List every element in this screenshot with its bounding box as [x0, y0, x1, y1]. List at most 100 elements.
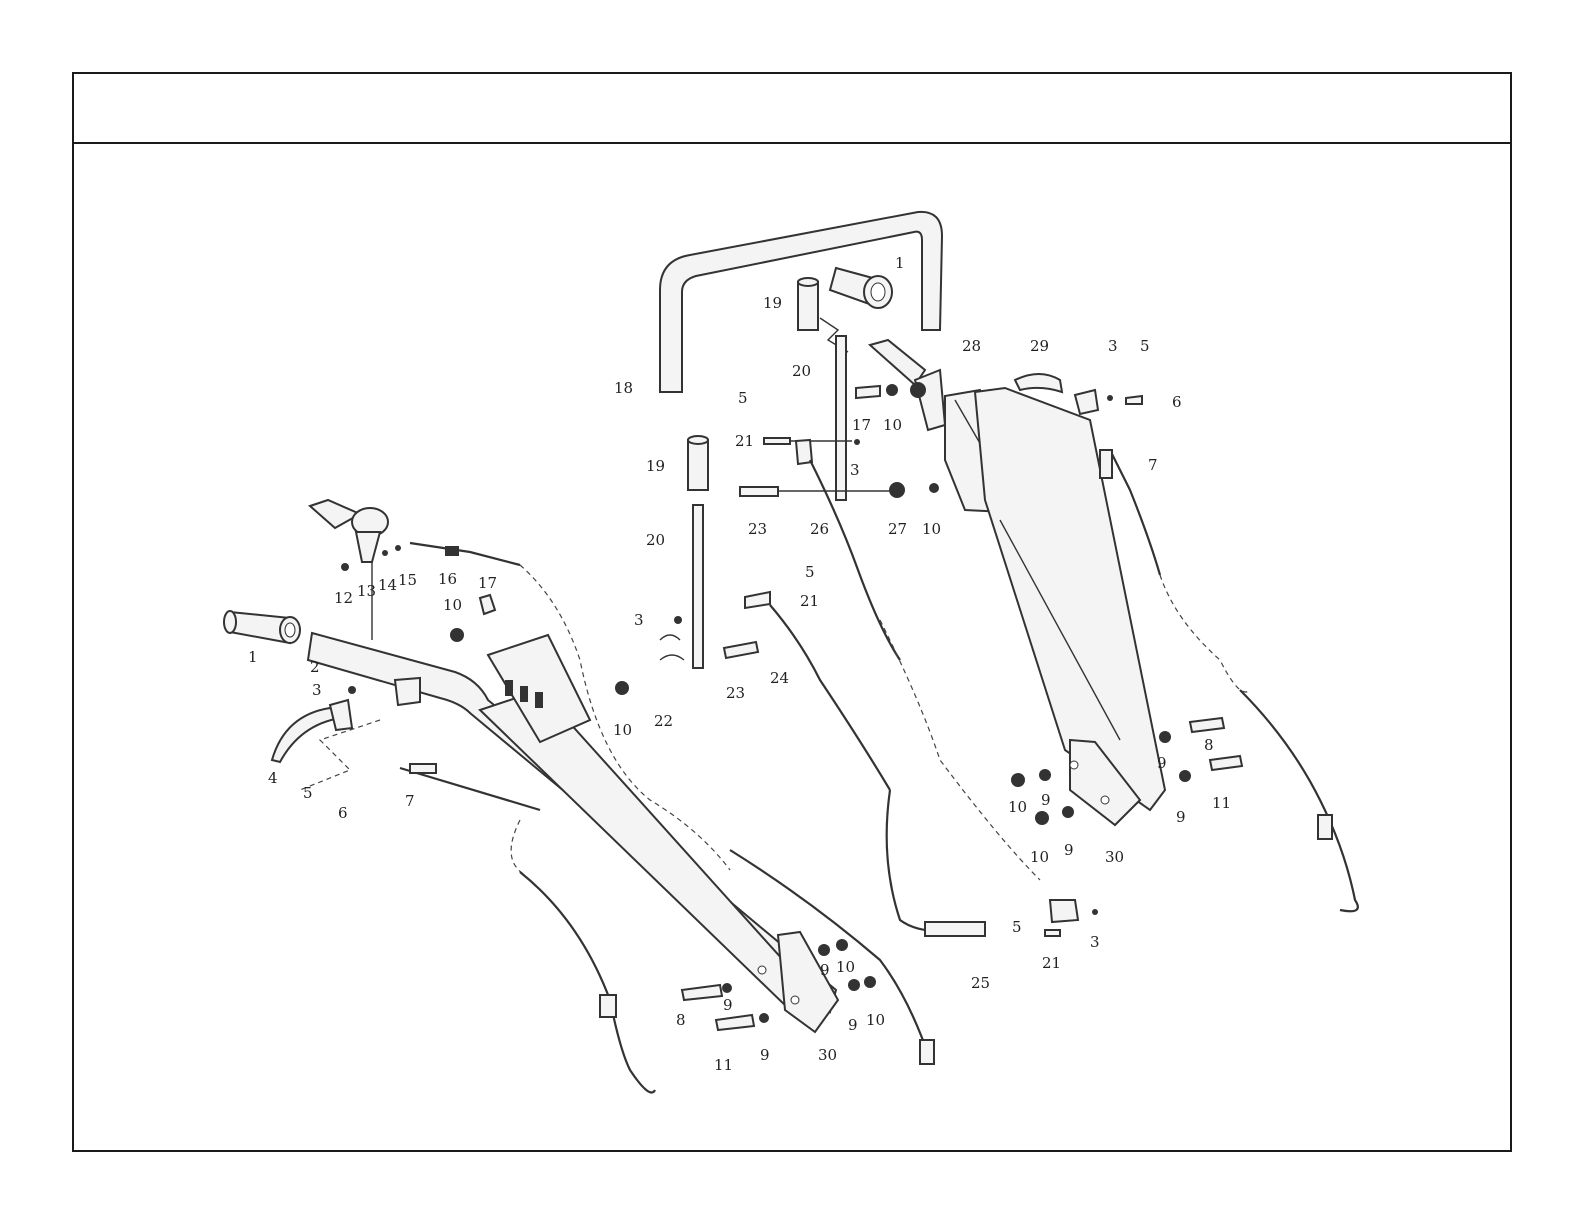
lever-bracket [330, 700, 352, 730]
callout-label: 18 [614, 379, 633, 397]
callout-label: 7 [1148, 456, 1158, 474]
callout-label: 19 [646, 457, 665, 475]
callout-label: 19 [763, 294, 782, 312]
bolt-17 [480, 595, 495, 614]
hook-cable-right [1240, 690, 1358, 911]
bolt-23 [724, 642, 758, 658]
callout-label: 5 [1140, 337, 1150, 355]
callout-label: 21 [1042, 954, 1061, 972]
callout-label: 10 [922, 520, 941, 538]
callout-label: 4 [268, 769, 278, 787]
throttle-lever [310, 500, 388, 640]
pin-21 [1045, 930, 1060, 936]
rod-20 [693, 505, 703, 668]
callout-label: 15 [398, 571, 417, 589]
callout-label: 30 [818, 1046, 837, 1064]
callout-label: 5 [805, 563, 815, 581]
callout-label: 9 [760, 1046, 770, 1064]
callout-label: 9 [1176, 808, 1186, 826]
callout-label: 20 [792, 362, 811, 380]
callout-label: 10 [883, 416, 902, 434]
cable-route [880, 620, 1040, 880]
cable-end-25 [925, 922, 985, 936]
cable-end [920, 1040, 934, 1064]
washer-9 [1179, 770, 1191, 782]
cable-route [511, 820, 525, 875]
callout-label: 1 [895, 254, 905, 272]
fitting-16 [445, 546, 459, 556]
washer-9 [722, 983, 732, 993]
callout-label: 11 [714, 1056, 733, 1074]
callout-label: 3 [850, 461, 860, 479]
callout-label: 21 [800, 592, 819, 610]
callout-label: 8 [676, 1011, 686, 1029]
washer-9 [759, 1013, 769, 1023]
stem-clamp [915, 370, 945, 430]
spring-22 [660, 635, 684, 660]
callout-label: 10 [836, 958, 855, 976]
cable-adjuster [600, 995, 616, 1017]
nut-10 [1011, 773, 1025, 787]
knob-19 [798, 282, 818, 330]
cable-end-24 [745, 592, 770, 608]
nut-10 [615, 681, 629, 695]
callout-label: 2 [310, 658, 320, 676]
callout-label: 5 [1012, 918, 1022, 936]
callout-label: 1 [248, 648, 258, 666]
bolt-8 [682, 985, 722, 1000]
pin-3 [348, 686, 356, 694]
washer-9 [818, 944, 830, 956]
callout-label: 9 [1064, 841, 1074, 859]
callout-label: 10 [613, 721, 632, 739]
nut-10 [886, 384, 898, 396]
knob-19 [688, 440, 708, 490]
nut-10 [450, 628, 464, 642]
callout-label: 17 [478, 574, 497, 592]
callout-label: 24 [770, 669, 789, 687]
callout-label: 10 [443, 596, 462, 614]
callout-label: 29 [1030, 337, 1049, 355]
console-slot [505, 680, 513, 696]
callout-label: 27 [888, 520, 907, 538]
callout-label: 9 [1157, 754, 1167, 772]
washer-9 [1039, 769, 1051, 781]
clip-3 [1107, 395, 1113, 401]
callout-label: 8 [1204, 736, 1214, 754]
callout-label: 9 [1041, 791, 1051, 809]
cable-26 [810, 460, 900, 660]
callout-label: 10 [866, 1011, 885, 1029]
callout-label: 5 [738, 389, 748, 407]
nut-10 [836, 939, 848, 951]
callout-label: 3 [634, 611, 644, 629]
spring-27 [889, 482, 905, 498]
callout-label: 21 [735, 432, 754, 450]
callout-label: 5 [303, 784, 313, 802]
callout-label: 9 [820, 961, 830, 979]
hook-cable-left [520, 872, 655, 1093]
cable-25 [887, 790, 960, 931]
bar-bracket [395, 678, 420, 705]
callout-label: 10 [1008, 798, 1027, 816]
clip-3 [1092, 909, 1098, 915]
pin-6 [1126, 396, 1142, 404]
nut-10 [929, 483, 939, 493]
cable-24 [770, 605, 890, 790]
bolt-11 [716, 1015, 754, 1030]
nut-10 [864, 976, 876, 988]
callout-label: 23 [748, 520, 767, 538]
callout-label: 20 [646, 531, 665, 549]
callout-label: 6 [1172, 393, 1182, 411]
callout-label: 22 [654, 712, 673, 730]
cable-7 [400, 768, 540, 810]
bolt-8 [1190, 718, 1224, 732]
rod-20 [836, 336, 846, 500]
callout-label: 26 [810, 520, 829, 538]
callout-label: 23 [726, 684, 745, 702]
bolt-17 [856, 386, 880, 398]
callout-label: 14 [378, 576, 397, 594]
callout-label: 17 [852, 416, 871, 434]
washer-9 [848, 979, 860, 991]
callout-label: 10 [1030, 848, 1049, 866]
left-grip [224, 611, 300, 643]
